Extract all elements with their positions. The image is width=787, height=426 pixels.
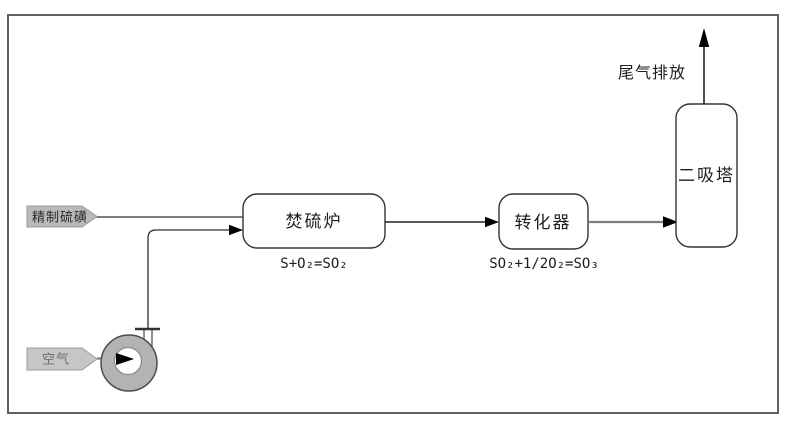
refined-sulfur-tag-shape xyxy=(26,205,98,228)
furnace-to-converter-arrowhead xyxy=(485,216,499,228)
absorption-tower-node: 二吸塔 xyxy=(675,103,738,248)
air-tag-shape xyxy=(26,347,98,371)
furnace-formula: S+O₂=SO₂ xyxy=(280,256,347,272)
furnace-node: 焚硫炉 S+O₂=SO₂ xyxy=(242,193,386,272)
diagram-border xyxy=(7,14,779,414)
converter-node: 转化器 SO₂+1/2O₂=SO₃ xyxy=(489,193,599,272)
converter-label: 转化器 xyxy=(515,213,572,232)
absorption-tower-box xyxy=(675,103,738,248)
refined-sulfur-label: 精制硫磺 xyxy=(32,210,88,225)
blower-to-furnace-arrowhead xyxy=(229,224,243,236)
tail-gas-arrowhead xyxy=(698,28,710,47)
air-label: 空气 xyxy=(42,352,70,367)
converter-to-tower-arrowhead xyxy=(663,216,678,228)
absorption-tower-label: 二吸塔 xyxy=(678,166,735,185)
refined-sulfur-tag: 精制硫磺 xyxy=(26,205,98,228)
furnace-box xyxy=(242,193,386,249)
furnace-label: 焚硫炉 xyxy=(286,212,343,231)
tail-gas-label: 尾气排放 xyxy=(618,64,686,82)
blower-to-furnace-line xyxy=(147,229,230,329)
air-tag: 空气 xyxy=(26,347,98,371)
blower-icon xyxy=(100,327,160,392)
blower-inlet-arrowhead xyxy=(116,353,134,365)
converter-formula: SO₂+1/2O₂=SO₃ xyxy=(489,256,599,272)
